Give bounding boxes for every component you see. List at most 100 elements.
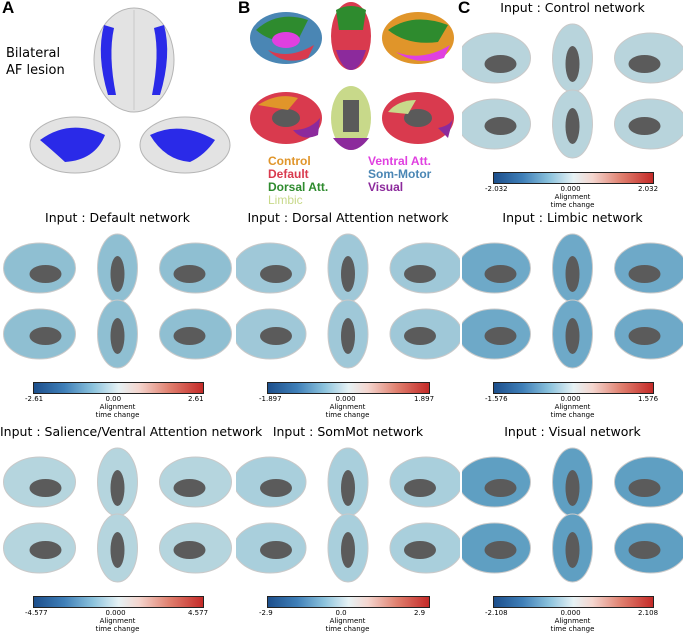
medial-wall-icon <box>485 117 517 135</box>
medial-wall-icon <box>566 318 580 354</box>
network-brain-views <box>0 226 235 376</box>
medial-wall-icon <box>174 265 206 283</box>
medial-wall-icon <box>260 327 292 345</box>
medial-wall-icon <box>485 541 517 559</box>
colorbar-tick-min: -2.032 <box>485 185 508 193</box>
medial-wall-icon <box>485 327 517 345</box>
colorbar-tick-mid: 0.0 <box>336 609 347 617</box>
medial-wall-icon <box>111 470 125 506</box>
network-title: Input : Limbic network <box>462 210 683 225</box>
medial-wall-icon <box>566 470 580 506</box>
network-title: Input : Default network <box>0 210 235 225</box>
medial-wall-icon <box>404 541 436 559</box>
colorbar-tick-mid: 0.000 <box>561 609 581 617</box>
colorbar <box>493 172 654 184</box>
medial-wall-icon <box>629 55 661 73</box>
medial-wall-icon <box>174 327 206 345</box>
legend-sommotor: Som-Motor <box>368 167 431 181</box>
colorbar <box>33 382 204 394</box>
network-brain-views <box>462 440 683 590</box>
medial-wall-icon <box>566 46 580 82</box>
medial-wall-icon <box>341 470 355 506</box>
medial-wall-icon <box>629 541 661 559</box>
medial-wall-icon <box>260 265 292 283</box>
medial-wall-icon <box>341 256 355 292</box>
colorbar <box>493 382 654 394</box>
colorbar-tick-max: 2.108 <box>638 609 658 617</box>
colorbar-tick-min: -1.576 <box>485 395 508 403</box>
legend-dorsal: Dorsal Att. <box>268 180 328 194</box>
legend-limbic: Limbic <box>268 193 303 207</box>
network-brain-views <box>236 226 460 376</box>
colorbar-tick-max: 1.576 <box>638 395 658 403</box>
network-title: Input : SomMot network <box>236 424 460 439</box>
medial-wall-icon <box>404 479 436 497</box>
colorbar-tick-min: -2.9 <box>259 609 273 617</box>
medial-wall-icon <box>30 327 62 345</box>
medial-wall-icon <box>629 265 661 283</box>
medial-wall-icon <box>629 479 661 497</box>
parcellation-row-bottom <box>250 86 454 150</box>
colorbar-label: Alignment time change <box>548 193 598 209</box>
network-brain-views <box>0 440 235 590</box>
medial-wall-icon <box>629 327 661 345</box>
colorbar-label: Alignment time change <box>93 403 143 419</box>
network-panel: Input : Salience/Ventral Attention netwo… <box>0 424 235 632</box>
yeo-parcellation-figure <box>248 0 460 150</box>
medial-wall-icon <box>629 117 661 135</box>
medial-wall-icon <box>341 318 355 354</box>
network-title: Input : Visual network <box>462 424 683 439</box>
network-brain-views <box>462 226 683 376</box>
colorbar-tick-min: -2.61 <box>25 395 43 403</box>
medial-wall-icon <box>485 265 517 283</box>
colorbar <box>33 596 204 608</box>
colorbar-tick-min: -1.897 <box>259 395 282 403</box>
colorbar-tick-mid: 0.000 <box>336 395 356 403</box>
colorbar-tick-min: -2.108 <box>485 609 508 617</box>
medial-wall-icon <box>566 256 580 292</box>
colorbar <box>267 382 430 394</box>
af-tract-figure <box>0 0 236 195</box>
colorbar <box>493 596 654 608</box>
network-brain-views <box>236 440 460 590</box>
medial-wall-icon <box>485 55 517 73</box>
colorbar <box>267 596 430 608</box>
colorbar-tick-mid: 0.00 <box>106 395 122 403</box>
medial-wall-icon <box>30 541 62 559</box>
colorbar-tick-mid: 0.000 <box>106 609 126 617</box>
medial-wall-icon <box>174 479 206 497</box>
colorbar-tick-mid: 0.000 <box>561 395 581 403</box>
network-title: Input : Control network <box>462 0 683 15</box>
legend-ventral: Ventral Att. <box>368 154 431 168</box>
medial-wall-icon <box>404 327 436 345</box>
medial-wall-icon <box>111 256 125 292</box>
network-title: Input : Salience/Ventral Attention netwo… <box>0 424 235 439</box>
medial-wall-icon <box>260 479 292 497</box>
network-brain-views <box>462 16 683 166</box>
colorbar-label: Alignment time change <box>93 617 143 633</box>
medial-wall-icon <box>566 108 580 144</box>
medial-wall-icon <box>30 265 62 283</box>
medial-wall-icon <box>260 541 292 559</box>
colorbar-tick-max: 4.577 <box>188 609 208 617</box>
colorbar-tick-max: 1.897 <box>414 395 434 403</box>
medial-wall-icon <box>404 265 436 283</box>
colorbar-tick-min: -4.577 <box>25 609 48 617</box>
medial-wall-icon <box>566 532 580 568</box>
medial-wall-icon <box>111 318 125 354</box>
colorbar-label: Alignment time change <box>548 617 598 633</box>
legend-control: Control <box>268 154 311 168</box>
legend-default: Default <box>268 167 309 181</box>
medial-wall-icon <box>174 541 206 559</box>
colorbar-tick-mid: 0.000 <box>561 185 581 193</box>
medial-wall-icon <box>30 479 62 497</box>
medial-wall-icon <box>485 479 517 497</box>
parcellation-row-top <box>250 2 454 70</box>
network-title: Input : Dorsal Attention network <box>236 210 460 225</box>
network-panel: Input : Dorsal Attention network -1.897 0.… <box>236 210 460 418</box>
